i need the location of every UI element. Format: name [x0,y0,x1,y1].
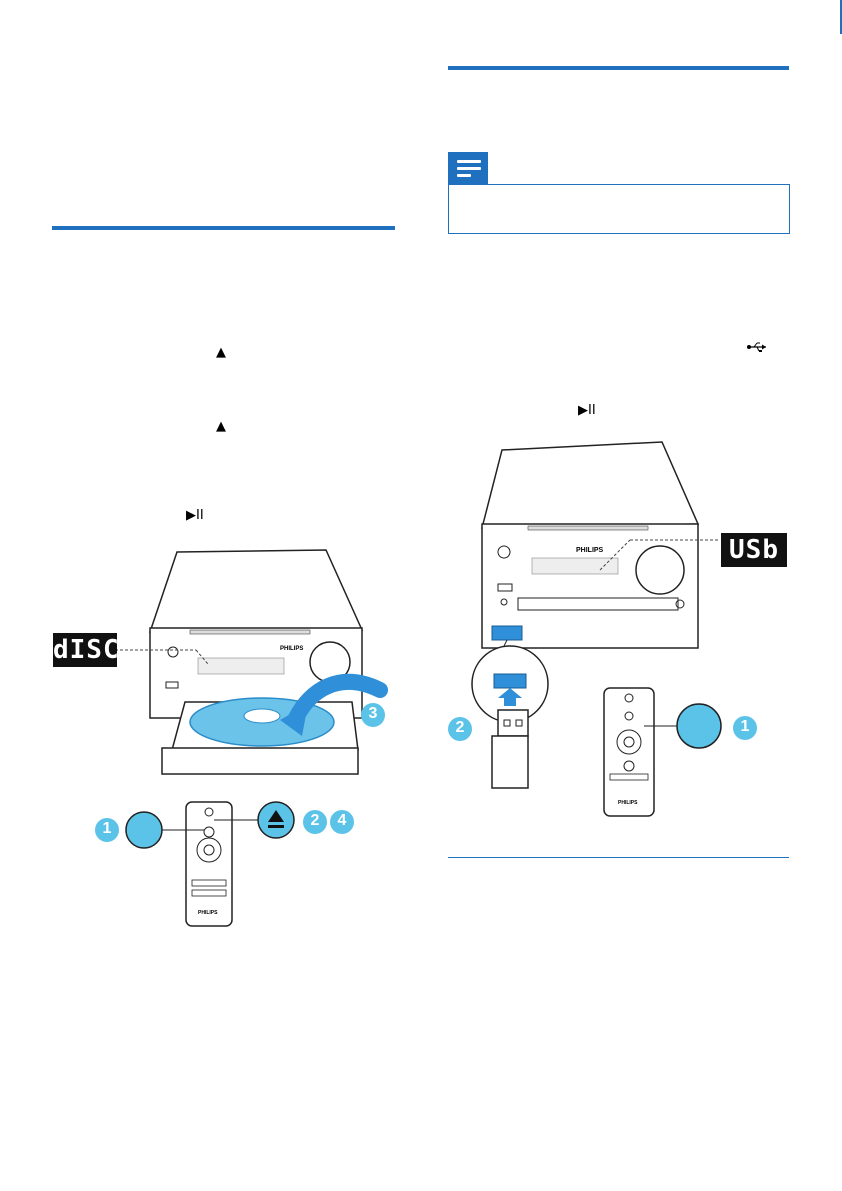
callout-step-4-label: 4 [337,812,347,829]
section-rule-left [52,226,395,230]
eject-icon: ▲ [216,345,226,360]
callout-step-4 [330,810,354,834]
note-box [448,184,790,234]
unit-brand: PHILIPS [576,547,604,554]
remote-brand: PHILIPS [198,910,218,916]
page-edge-bar [840,0,842,34]
play-pause-icon: ▶II [578,403,596,418]
callout-step-3 [361,703,385,727]
disc-load-illustration: PHILIPS PHILIPS [110,549,388,927]
callout-step-1 [95,818,119,842]
unit-brand: PHILIPS [280,646,303,652]
eject-icon: ▲ [216,419,226,434]
section-rule-right [448,66,789,70]
callout-step-1-label: 1 [740,718,750,735]
callout-step-3-label: 3 [368,705,378,722]
note-icon [448,152,488,185]
callout-step-1-label: 1 [102,820,112,837]
callout-step-1 [733,716,757,740]
usb-display-label: USb [721,533,787,567]
disc-display-label: dISC [53,633,120,667]
remote-brand: PHILIPS [618,800,638,806]
usb-playback-illustration: PHILIPS PHILIPS [471,441,722,817]
callout-step-2 [448,717,472,741]
usb-icon [747,342,766,352]
callout-step-2 [303,810,327,834]
section-rule-bottom [448,857,789,858]
callout-step-2-label: 2 [455,719,465,736]
play-pause-icon: ▶II [186,508,204,523]
callout-step-2-label: 2 [310,812,320,829]
